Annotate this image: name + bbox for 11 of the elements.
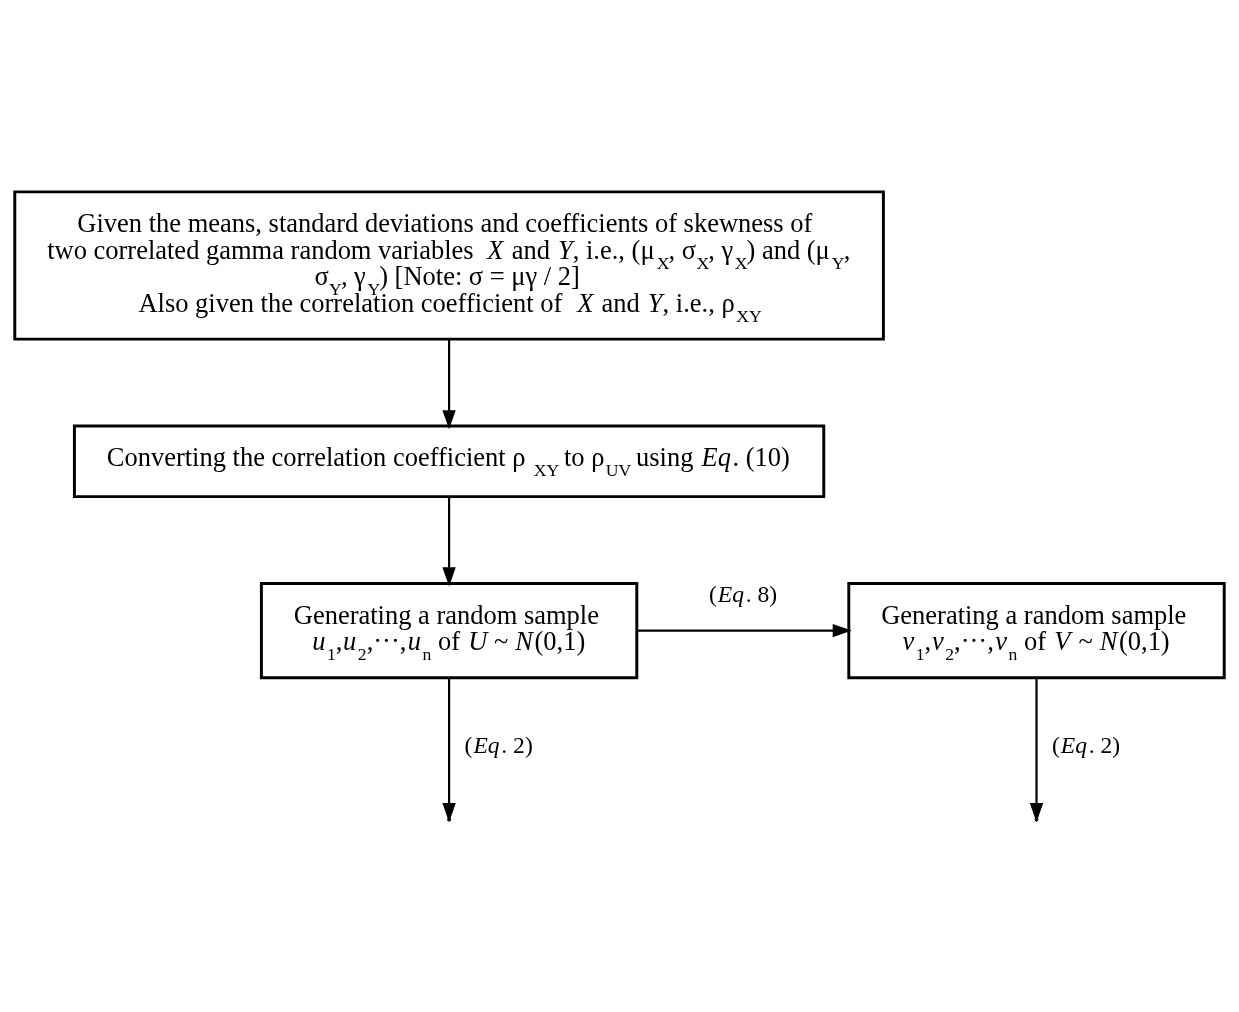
node-box: Generating a random sample u$_{1}$,u$_{2}$,···,u$_{n}$ of U ~ N(0,1) [259, 582, 639, 680]
edge-label: (Eq. 2) [464, 731, 533, 758]
arrow [442, 496, 456, 587]
edge-label: (Eq. 8) [708, 581, 778, 608]
node-box: Given the means, standard deviations and coefficients of skewness of two correlated gamma random variables X and Y, i.e., (μ$_{X}$, σ$_{X}$, γ$_{X}$) and (μ$_{Y}$, σ$_{Y}$, γ$_{Y}$) [Note: σ = μγ / 2] Also given the correlation coefficient of X and Y, i.e., ρ$_{XY}$ [13, 190, 885, 341]
node-box: Generating a random sample v$_{1}$,v$_{2}$,···,v$_{n}$ of V ~ N(0,1) [847, 582, 1226, 680]
arrow [637, 623, 852, 638]
node-box: Converting the correlation coefficient ρ$_{XY}$ to ρ$_{UV}$ using Eq. (10) [72, 424, 826, 499]
edge-label: (Eq. 2) [1051, 731, 1121, 758]
arrow [442, 339, 456, 430]
arrow [442, 677, 456, 823]
